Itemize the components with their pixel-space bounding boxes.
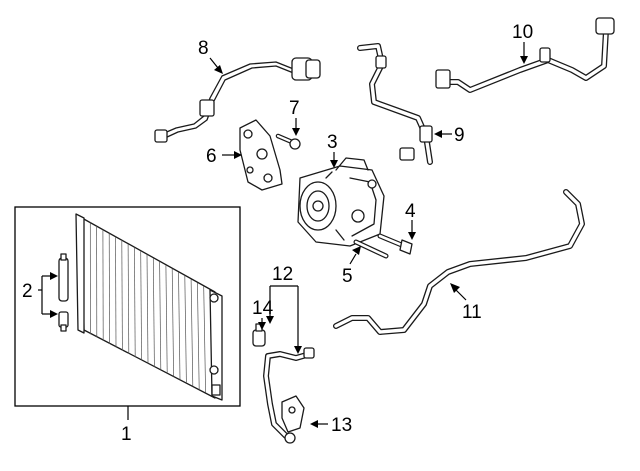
condenser-fin <box>178 272 181 380</box>
condenser-fin <box>121 240 123 351</box>
bracket-part-6[interactable] <box>239 119 283 191</box>
valve-part-14[interactable] <box>252 323 266 347</box>
callout-7: 7 <box>289 98 300 119</box>
condenser-fin <box>115 236 117 348</box>
condenser-fin <box>152 258 155 367</box>
stud-part-5[interactable] <box>353 239 389 259</box>
callout-labels: 1 2 3 4 5 6 7 8 9 10 11 12 13 14 <box>22 22 533 445</box>
condenser-part-1[interactable] <box>75 213 223 401</box>
condenser-group <box>14 206 241 407</box>
callout-4: 4 <box>405 201 416 222</box>
hose-part-9[interactable] <box>357 43 433 165</box>
bolt-part-4[interactable] <box>377 233 413 255</box>
callout-5: 5 <box>342 266 353 287</box>
condenser-fin <box>197 282 200 390</box>
callout-8: 8 <box>198 38 209 59</box>
callout-1: 1 <box>121 424 132 445</box>
callout-14: 14 <box>252 298 274 319</box>
condenser-fin <box>165 265 168 374</box>
bolt-part-7[interactable] <box>275 133 301 150</box>
receiver-dryer-part-2[interactable] <box>58 253 69 332</box>
compressor-part-3[interactable] <box>297 157 385 247</box>
condenser-fin <box>140 250 142 361</box>
condenser-fin <box>184 275 187 384</box>
condenser-fin <box>127 243 130 354</box>
wire-harness-part-8[interactable] <box>154 57 321 143</box>
callout-12: 12 <box>272 264 293 285</box>
callout-2: 2 <box>22 281 33 302</box>
callout-10: 10 <box>512 22 533 43</box>
leader-lines <box>38 42 528 428</box>
clamp-part-13[interactable] <box>281 395 305 433</box>
condenser-fin <box>190 279 194 387</box>
callout-3: 3 <box>327 132 338 153</box>
callout-13: 13 <box>331 415 352 436</box>
condenser-fin <box>203 286 206 393</box>
callout-6: 6 <box>206 146 217 167</box>
callout-9: 9 <box>454 125 465 146</box>
pipe-part-10[interactable] <box>435 17 615 93</box>
pipe-part-11[interactable] <box>333 189 585 335</box>
condenser-fin <box>171 268 174 377</box>
condenser-fin <box>134 247 136 358</box>
liquid-line-part-12[interactable] <box>263 347 315 444</box>
condenser-fin <box>159 261 162 371</box>
callout-11: 11 <box>462 302 482 323</box>
condenser-fin <box>146 254 149 364</box>
